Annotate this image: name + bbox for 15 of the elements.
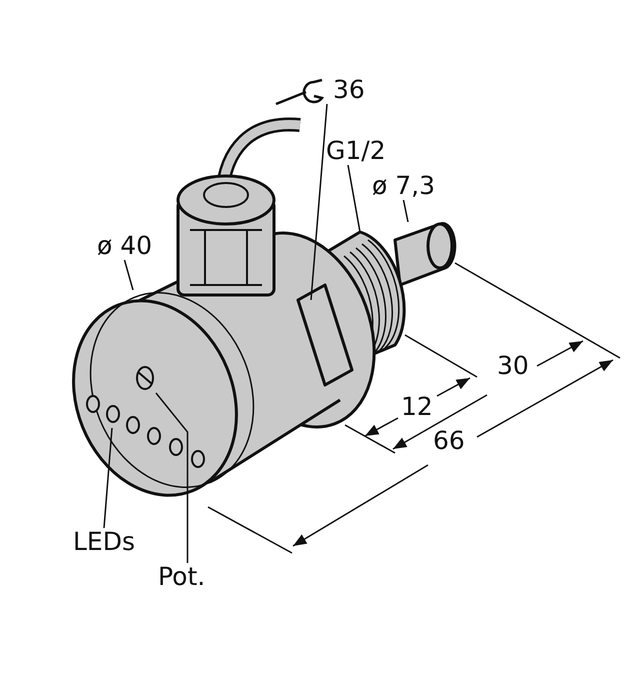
callout-label: 36 (333, 76, 365, 104)
leader-line (155, 392, 188, 563)
callout-label: Pot. (158, 563, 206, 591)
leader-line (347, 164, 361, 232)
callout-label: ø 40 (97, 232, 152, 260)
leader-line (402, 200, 409, 222)
dimension-value: 12 (401, 393, 433, 421)
callout-label: LEDs (73, 528, 135, 556)
dimension-value: 30 (497, 352, 529, 380)
callout-label: ø 7,3 (372, 172, 436, 200)
dimension-value: 66 (433, 427, 465, 455)
callout-label: G1/2 (326, 137, 386, 165)
leader-line (310, 104, 328, 300)
leader-line (124, 260, 134, 290)
leader-line (103, 428, 113, 528)
